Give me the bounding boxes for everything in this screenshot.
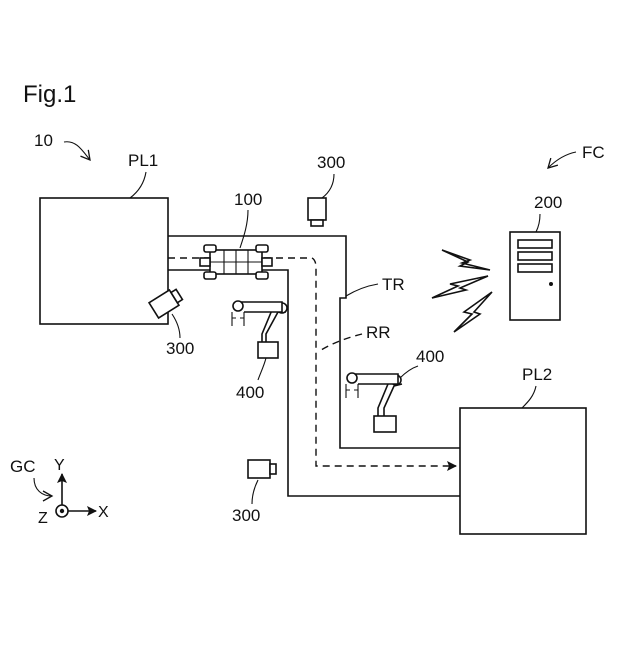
robot-right-label: 400 (416, 347, 444, 366)
camera-left-label: 300 (166, 339, 194, 358)
plant1-box (40, 198, 168, 324)
route-path (168, 258, 456, 466)
camera-left-leader (172, 314, 180, 338)
coord-ref-arrow (34, 478, 52, 496)
camera-top-leader (322, 174, 334, 198)
robot-left-leader (258, 358, 266, 380)
route-label: RR (366, 323, 391, 342)
factory-ref-label: FC (582, 143, 605, 162)
server-200 (510, 232, 560, 320)
server-label: 200 (534, 193, 562, 212)
plant2-leader (522, 386, 536, 408)
track-leader (346, 284, 378, 296)
robot-left (232, 301, 287, 358)
vehicle-leader (240, 210, 248, 248)
camera-bottom-label: 300 (232, 506, 260, 525)
robot-right (346, 373, 402, 432)
vehicle-label: 100 (234, 190, 262, 209)
camera-bottom (248, 460, 276, 478)
camera-bottom-leader (252, 480, 258, 504)
system-ref-label: 10 (34, 131, 53, 150)
robot-right-leader (400, 366, 418, 378)
robot-left-label: 400 (236, 383, 264, 402)
x-axis-label: X (98, 504, 109, 521)
plant2-label: PL2 (522, 365, 552, 384)
camera-top (308, 198, 326, 226)
track-lower-rail (168, 270, 460, 496)
plant1-leader (130, 172, 146, 198)
camera-top-label: 300 (317, 153, 345, 172)
vehicle-100 (200, 245, 272, 279)
server-leader (536, 214, 540, 232)
factory-ref-arrow (548, 152, 576, 168)
track-label: TR (382, 275, 405, 294)
figure-title: Fig.1 (23, 81, 76, 108)
y-axis-label: Y (54, 457, 65, 474)
plant1-label: PL1 (128, 151, 158, 170)
plant2-box (460, 408, 586, 534)
system-ref-arrow (64, 142, 90, 160)
coord-ref-label: GC (10, 457, 36, 476)
wireless-signal-icon (432, 250, 492, 332)
z-axis-label: Z (38, 510, 48, 527)
